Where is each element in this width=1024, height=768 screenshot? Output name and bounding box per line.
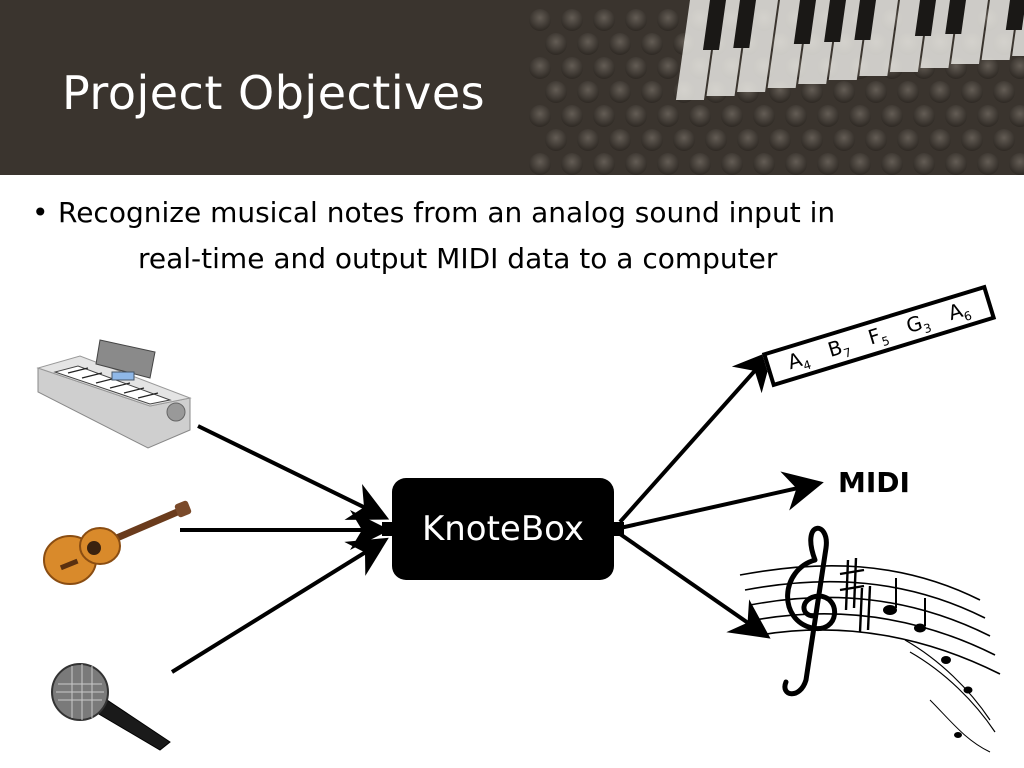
arrow-knotebox-to-midi <box>619 471 824 530</box>
bullet-line-2: real-time and output MIDI data to a comp… <box>138 242 778 275</box>
guitar-icon <box>43 500 192 585</box>
music-staff-icon <box>739 525 1001 753</box>
slide-title: Project Objectives <box>62 66 486 120</box>
keyboard-icon <box>36 339 192 449</box>
knotebox-box: KnoteBox <box>382 478 624 580</box>
note-1: A4 <box>785 345 813 377</box>
knotebox-label: KnoteBox <box>421 509 585 549</box>
arrow-knotebox-to-sheet-music <box>618 532 771 639</box>
arrow-knotebox-to-notes <box>618 350 774 524</box>
output-port <box>614 522 624 536</box>
input-port <box>382 522 392 536</box>
note-5: A6 <box>945 295 973 327</box>
objective-bullet: • Recognize musical notes from an analog … <box>32 190 972 282</box>
bullet-line-1: Recognize musical notes from an analog s… <box>58 196 836 229</box>
arrow-keyboard-to-knotebox <box>197 424 390 520</box>
microphone-icon <box>51 663 171 751</box>
slide-header: Project Objectives <box>0 0 1024 175</box>
note-3: F5 <box>865 321 891 352</box>
piano-keys-decoration <box>529 0 1024 175</box>
bullet-dot: • <box>32 196 49 229</box>
midi-label: MIDI <box>838 466 910 499</box>
note-4: G3 <box>903 308 933 341</box>
arrow-mic-to-knotebox <box>170 537 389 674</box>
note-2: B7 <box>825 332 853 364</box>
